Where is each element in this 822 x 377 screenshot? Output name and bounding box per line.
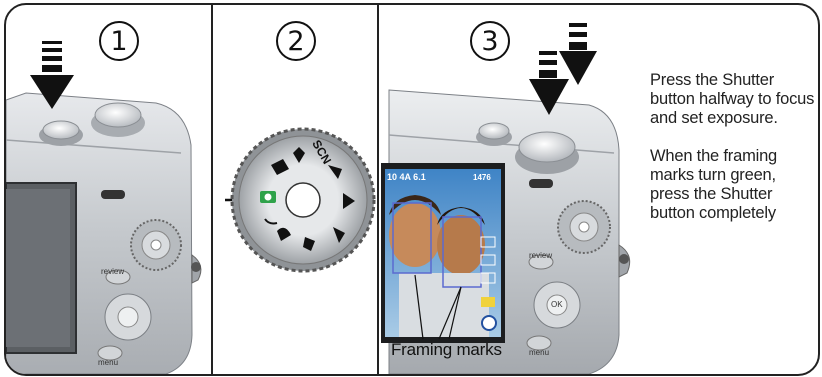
camera-label-review-1: review [101, 267, 124, 276]
camera-label-ok: OK [551, 300, 563, 309]
instruction-paragraph-2: When the framing marks turn green, press… [650, 147, 818, 223]
panel-step-3: 10 4A 6.1 1476 review OK menu 3 [379, 5, 644, 374]
instructions-text: Press the Shutter button halfway to focu… [650, 71, 818, 242]
screen-label-top: 10 4A 6.1 [387, 172, 426, 182]
step-number-3: 3 [470, 21, 510, 61]
screen-label-counter: 1476 [473, 173, 491, 182]
camera-label-review-3: review [529, 251, 552, 260]
panel-step-2: SCN 2 [213, 5, 377, 374]
framing-marks-label: Framing marks [391, 340, 502, 360]
camera-top-illustration [6, 5, 211, 374]
camera-label-menu-1: menu [98, 358, 118, 367]
step-number-1: 1 [99, 21, 139, 61]
instruction-frame: 1 review menu SC [4, 3, 820, 376]
camera-label-menu-3: menu [529, 348, 549, 357]
step-number-2: 2 [276, 21, 316, 61]
camera-back-illustration [379, 5, 644, 374]
instruction-paragraph-1: Press the Shutter button halfway to focu… [650, 71, 818, 128]
panel-step-1: 1 review menu [6, 5, 211, 374]
